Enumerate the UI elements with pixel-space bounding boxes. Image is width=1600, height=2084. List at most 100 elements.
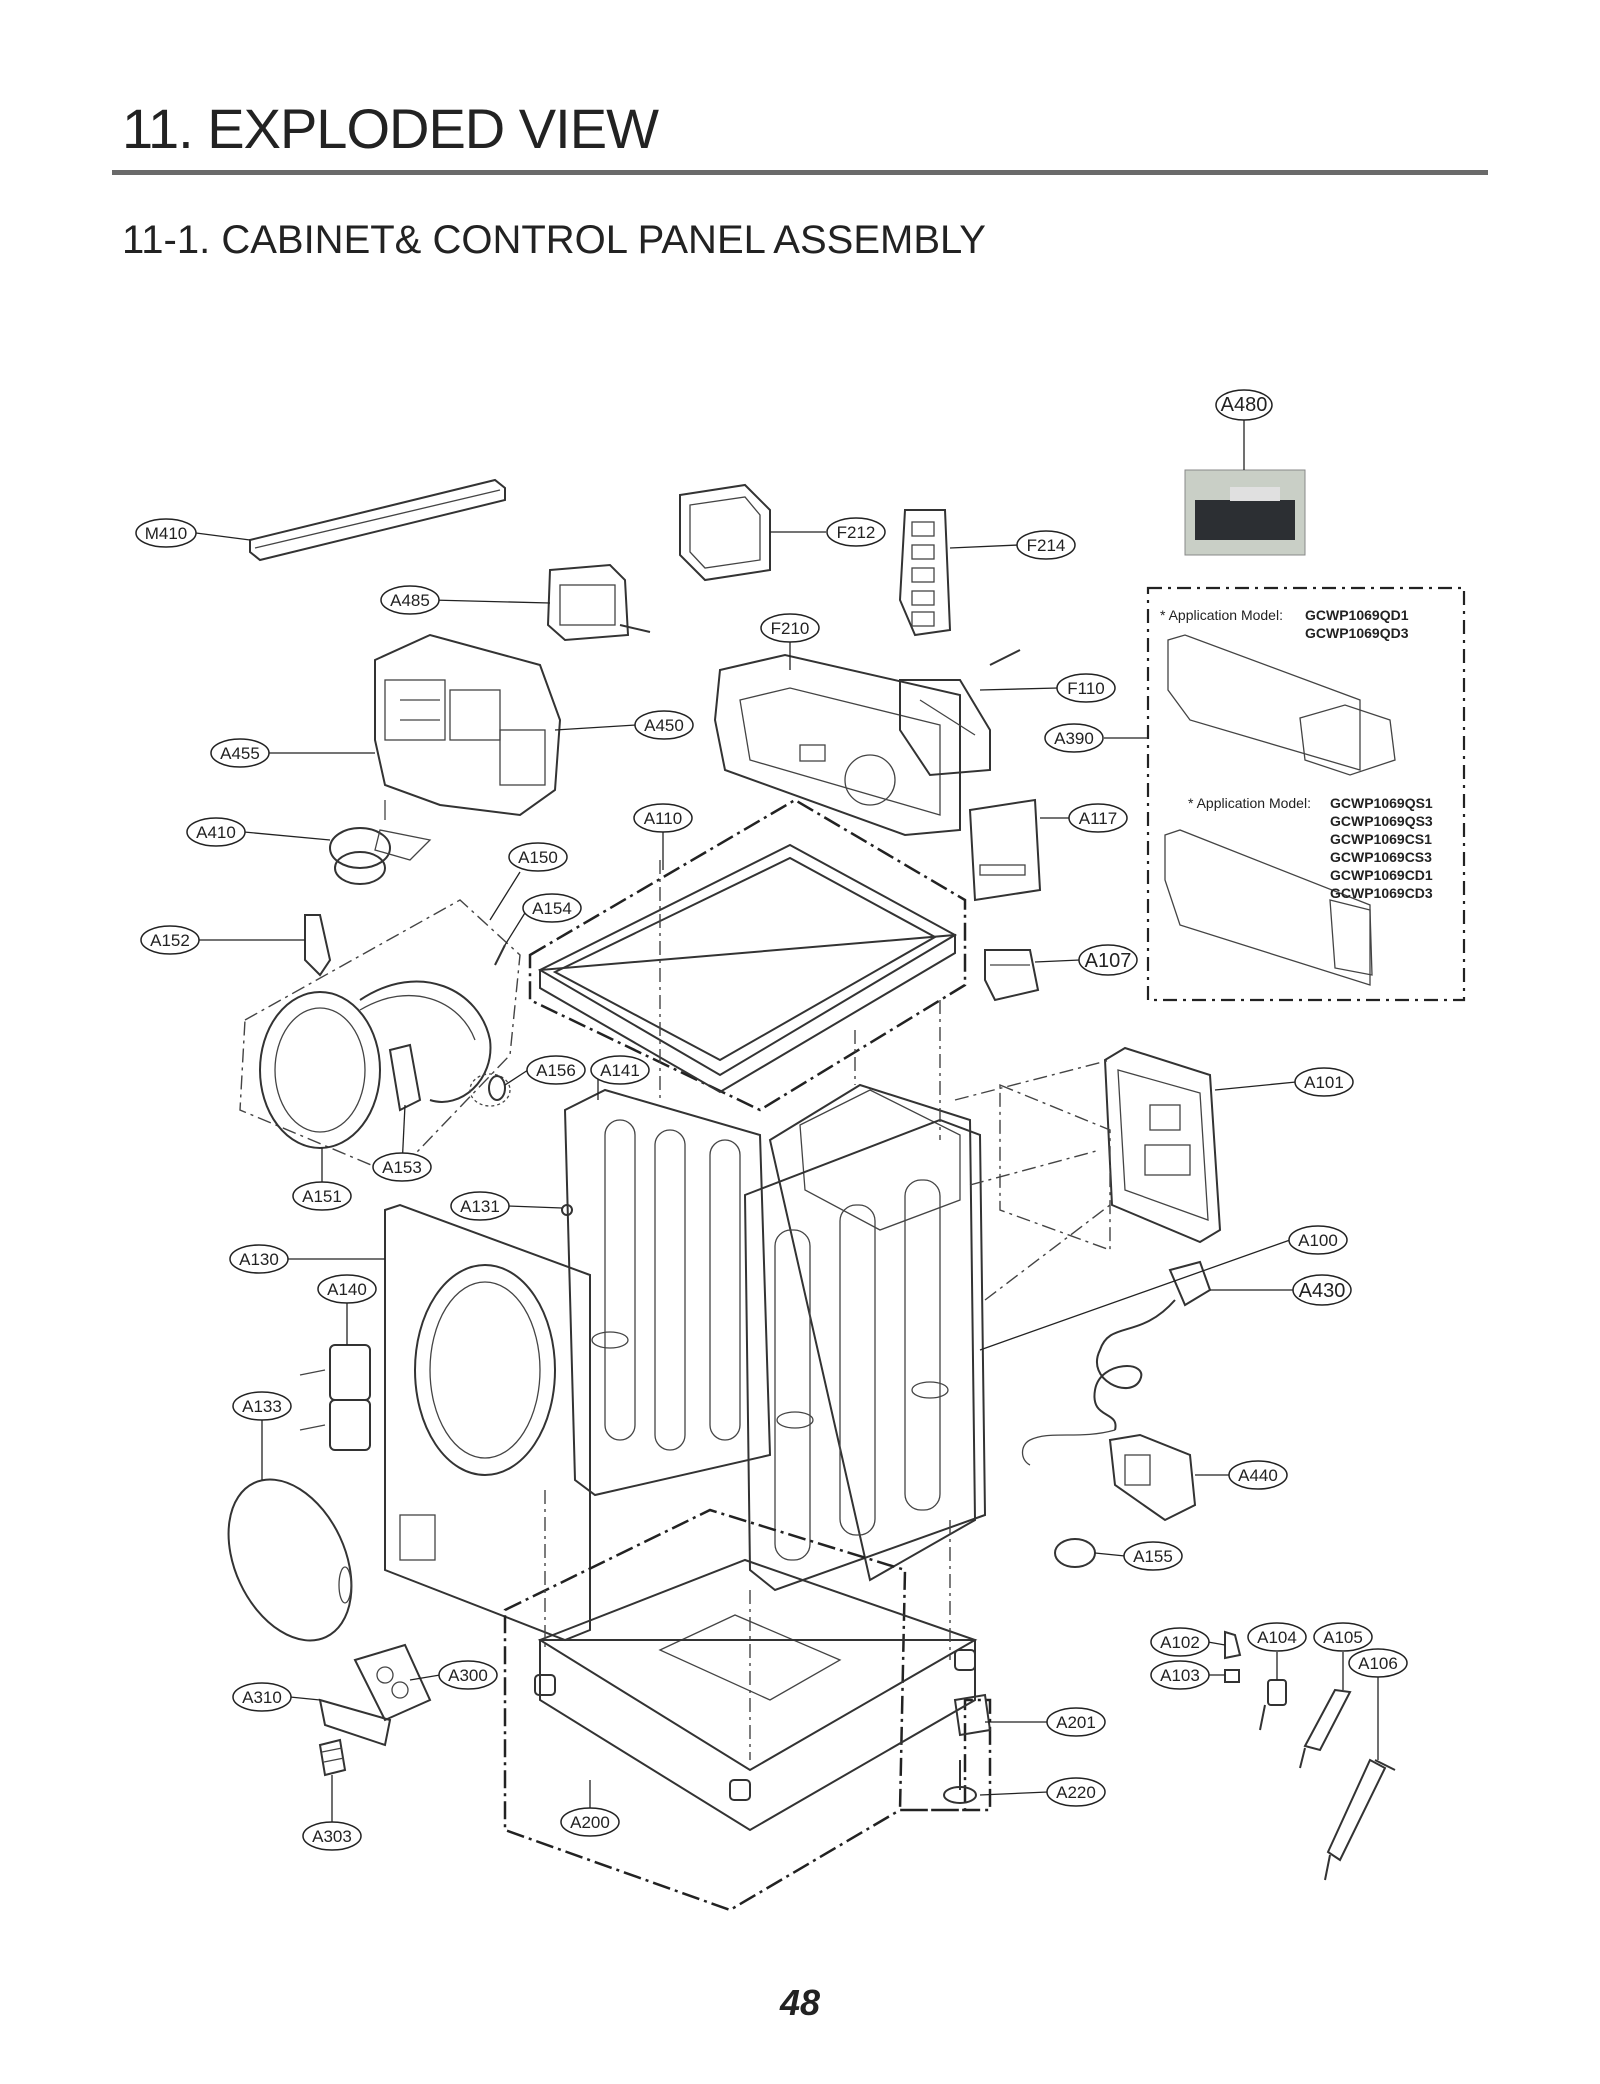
page-number: 48: [779, 1982, 821, 2023]
callout-a201: A201: [1046, 1707, 1106, 1737]
callout-f214: F214: [1016, 530, 1076, 560]
svg-text:GCWP1069QS3: GCWP1069QS3: [1330, 813, 1433, 829]
part-a117-bracket: [968, 798, 1042, 902]
svg-text:A151: A151: [302, 1187, 342, 1206]
callout-a104: A104: [1247, 1622, 1307, 1652]
callout-m410: M410: [135, 518, 197, 548]
part-a430-power-cord: [1021, 1260, 1212, 1466]
callout-a155: A155: [1123, 1541, 1183, 1571]
callout-a110: A110: [633, 803, 693, 833]
callout-a101: A101: [1294, 1067, 1354, 1097]
part-a100-side-panel: [591, 1118, 987, 1592]
part-a152-hinge: [304, 914, 332, 977]
part-a450-control: [374, 633, 562, 817]
part-a300-box: [318, 1643, 432, 1747]
part-a201-bracket: [953, 1693, 992, 1737]
svg-text:A154: A154: [532, 899, 572, 918]
svg-text:A300: A300: [448, 1666, 488, 1685]
svg-text:A130: A130: [239, 1250, 279, 1269]
callout-a220: A220: [1046, 1777, 1106, 1807]
svg-text:A102: A102: [1160, 1633, 1200, 1652]
svg-text:A100: A100: [1298, 1231, 1338, 1250]
svg-text:A201: A201: [1056, 1713, 1096, 1732]
part-a480-pcb: [1184, 469, 1306, 556]
svg-text:A150: A150: [518, 848, 558, 867]
callout-a130: A130: [229, 1244, 289, 1274]
svg-text:GCWP1069QD1: GCWP1069QD1: [1305, 607, 1409, 623]
door-assembly-outline: [239, 899, 521, 1176]
projection-lines: [954, 1059, 1111, 1301]
part-a154: [494, 944, 506, 966]
svg-text:A455: A455: [220, 744, 260, 763]
svg-text:A303: A303: [312, 1827, 352, 1846]
callout-a156: A156: [526, 1055, 586, 1085]
svg-text:A101: A101: [1304, 1073, 1344, 1092]
callout-a154: A154: [522, 893, 582, 923]
title-divider: [112, 170, 1488, 175]
svg-text:A485: A485: [390, 591, 430, 610]
svg-text:A390: A390: [1054, 729, 1094, 748]
alignment-lines: [544, 860, 951, 1760]
callout-a140: A140: [317, 1274, 377, 1304]
part-a440-filter: [1108, 1433, 1197, 1522]
part-f212-drawer: [679, 483, 771, 582]
callout-a141: A141: [590, 1055, 650, 1085]
svg-text:A105: A105: [1323, 1628, 1363, 1647]
part-a153-hinge: [388, 1043, 422, 1112]
svg-text:A450: A450: [644, 716, 684, 735]
application-model-box: [1146, 586, 1466, 1002]
part-a102-a103: [1224, 1630, 1242, 1683]
callout-a430: A430: [1292, 1274, 1352, 1306]
part-m410-bar: [249, 478, 506, 562]
svg-text:GCWP1069CS1: GCWP1069CS1: [1330, 831, 1432, 847]
part-a101-back-cover: [1103, 1046, 1222, 1244]
svg-text:A106: A106: [1358, 1654, 1398, 1673]
part-f210-panel: [713, 653, 961, 837]
part-a130-front-panel: [384, 1203, 591, 1642]
part-a155-cap: [1054, 1538, 1096, 1568]
svg-text:GCWP1069CS3: GCWP1069CS3: [1330, 849, 1432, 865]
callout-a300: A300: [438, 1660, 498, 1690]
svg-text:A156: A156: [536, 1061, 576, 1080]
callout-f212: F212: [826, 517, 886, 547]
svg-text:F110: F110: [1067, 679, 1105, 698]
svg-text:* Application Model:: * Application Model:: [1188, 795, 1311, 811]
svg-text:A104: A104: [1257, 1628, 1297, 1647]
svg-text:A103: A103: [1160, 1666, 1200, 1685]
callout-a390: A390: [1044, 723, 1104, 753]
svg-text:A152: A152: [150, 931, 190, 950]
part-a104-valve: [1259, 1679, 1287, 1731]
callout-a455: A455: [210, 738, 270, 768]
callout-a150: A150: [508, 842, 568, 872]
part-a200-base: [534, 1558, 978, 1832]
callout-a310: A310: [232, 1682, 292, 1712]
callout-a106: A106: [1348, 1648, 1408, 1678]
svg-text:A480: A480: [1221, 394, 1268, 416]
leader-lines: [195, 420, 1379, 1822]
callout-a131: A131: [450, 1191, 510, 1221]
part-a151-door: [259, 980, 492, 1149]
part-a390-variant-2: [1164, 829, 1373, 986]
svg-text:A110: A110: [644, 809, 682, 828]
application-note-2: * Application Model: GCWP1069QS1 GCWP106…: [1188, 795, 1433, 901]
callout-a133: A133: [232, 1391, 292, 1421]
callout-a103: A103: [1150, 1660, 1210, 1690]
callout-a153: A153: [372, 1152, 432, 1182]
callout-a117: A117: [1068, 803, 1128, 833]
part-a303-fitting: [318, 1738, 347, 1777]
part-a485-display: [546, 563, 651, 642]
callout-a440: A440: [1228, 1460, 1288, 1490]
part-a105-heater: [1299, 1688, 1352, 1769]
svg-text:A440: A440: [1238, 1466, 1278, 1485]
part-a140-hinges: [299, 1344, 371, 1451]
svg-text:GCWP1069CD3: GCWP1069CD3: [1330, 885, 1433, 901]
application-note-1: * Application Model: GCWP1069QD1 GCWP106…: [1160, 607, 1409, 641]
svg-text:* Application Model:: * Application Model:: [1160, 607, 1283, 623]
svg-text:A310: A310: [242, 1688, 282, 1707]
part-a131-screw: [561, 1204, 573, 1216]
part-a107-latch: [984, 949, 1040, 1002]
svg-text:A410: A410: [196, 823, 236, 842]
callout-f210: F210: [760, 613, 820, 643]
callout-f110: F110: [1056, 673, 1116, 703]
